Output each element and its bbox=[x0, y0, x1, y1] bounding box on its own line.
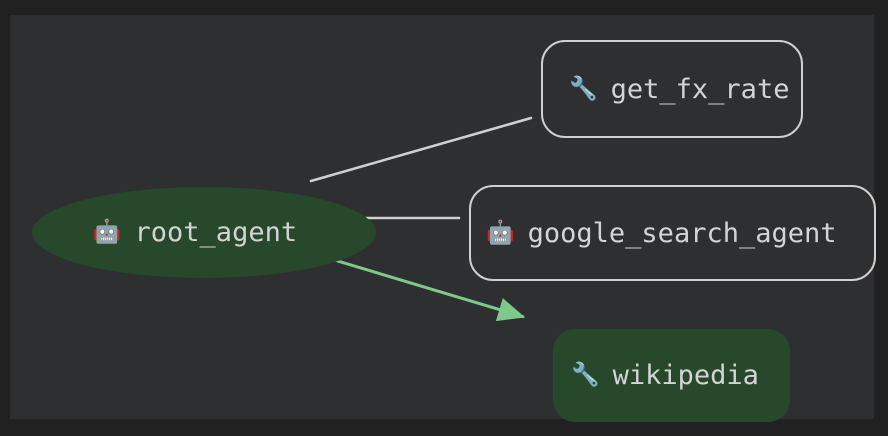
graph-node-label: root_agent bbox=[134, 217, 298, 248]
graph-node-label: wikipedia bbox=[612, 360, 759, 391]
graph-node-wikipedia[interactable]: 🔧 wikipedia bbox=[553, 329, 790, 422]
graph-node-label: google_search_agent bbox=[527, 217, 837, 249]
graph-canvas[interactable]: 🤖 root_agent 🔧 get_fx_rate 🤖 google_sear… bbox=[10, 15, 876, 422]
wrench-icon: 🔧 bbox=[571, 362, 600, 388]
edge-root-agent-to-get-fx-rate[interactable] bbox=[309, 116, 533, 183]
graph-node-label: get_fx_rate bbox=[610, 73, 790, 105]
robot-icon: 🤖 bbox=[486, 219, 515, 246]
graph-node-get-fx-rate[interactable]: 🔧 get_fx_rate bbox=[541, 40, 803, 138]
graph-node-root-agent[interactable]: 🤖 root_agent bbox=[32, 187, 376, 278]
robot-icon: 🤖 bbox=[92, 219, 122, 245]
wrench-icon: 🔧 bbox=[569, 75, 598, 102]
graph-node-google-search-agent[interactable]: 🤖 google_search_agent bbox=[469, 185, 876, 281]
